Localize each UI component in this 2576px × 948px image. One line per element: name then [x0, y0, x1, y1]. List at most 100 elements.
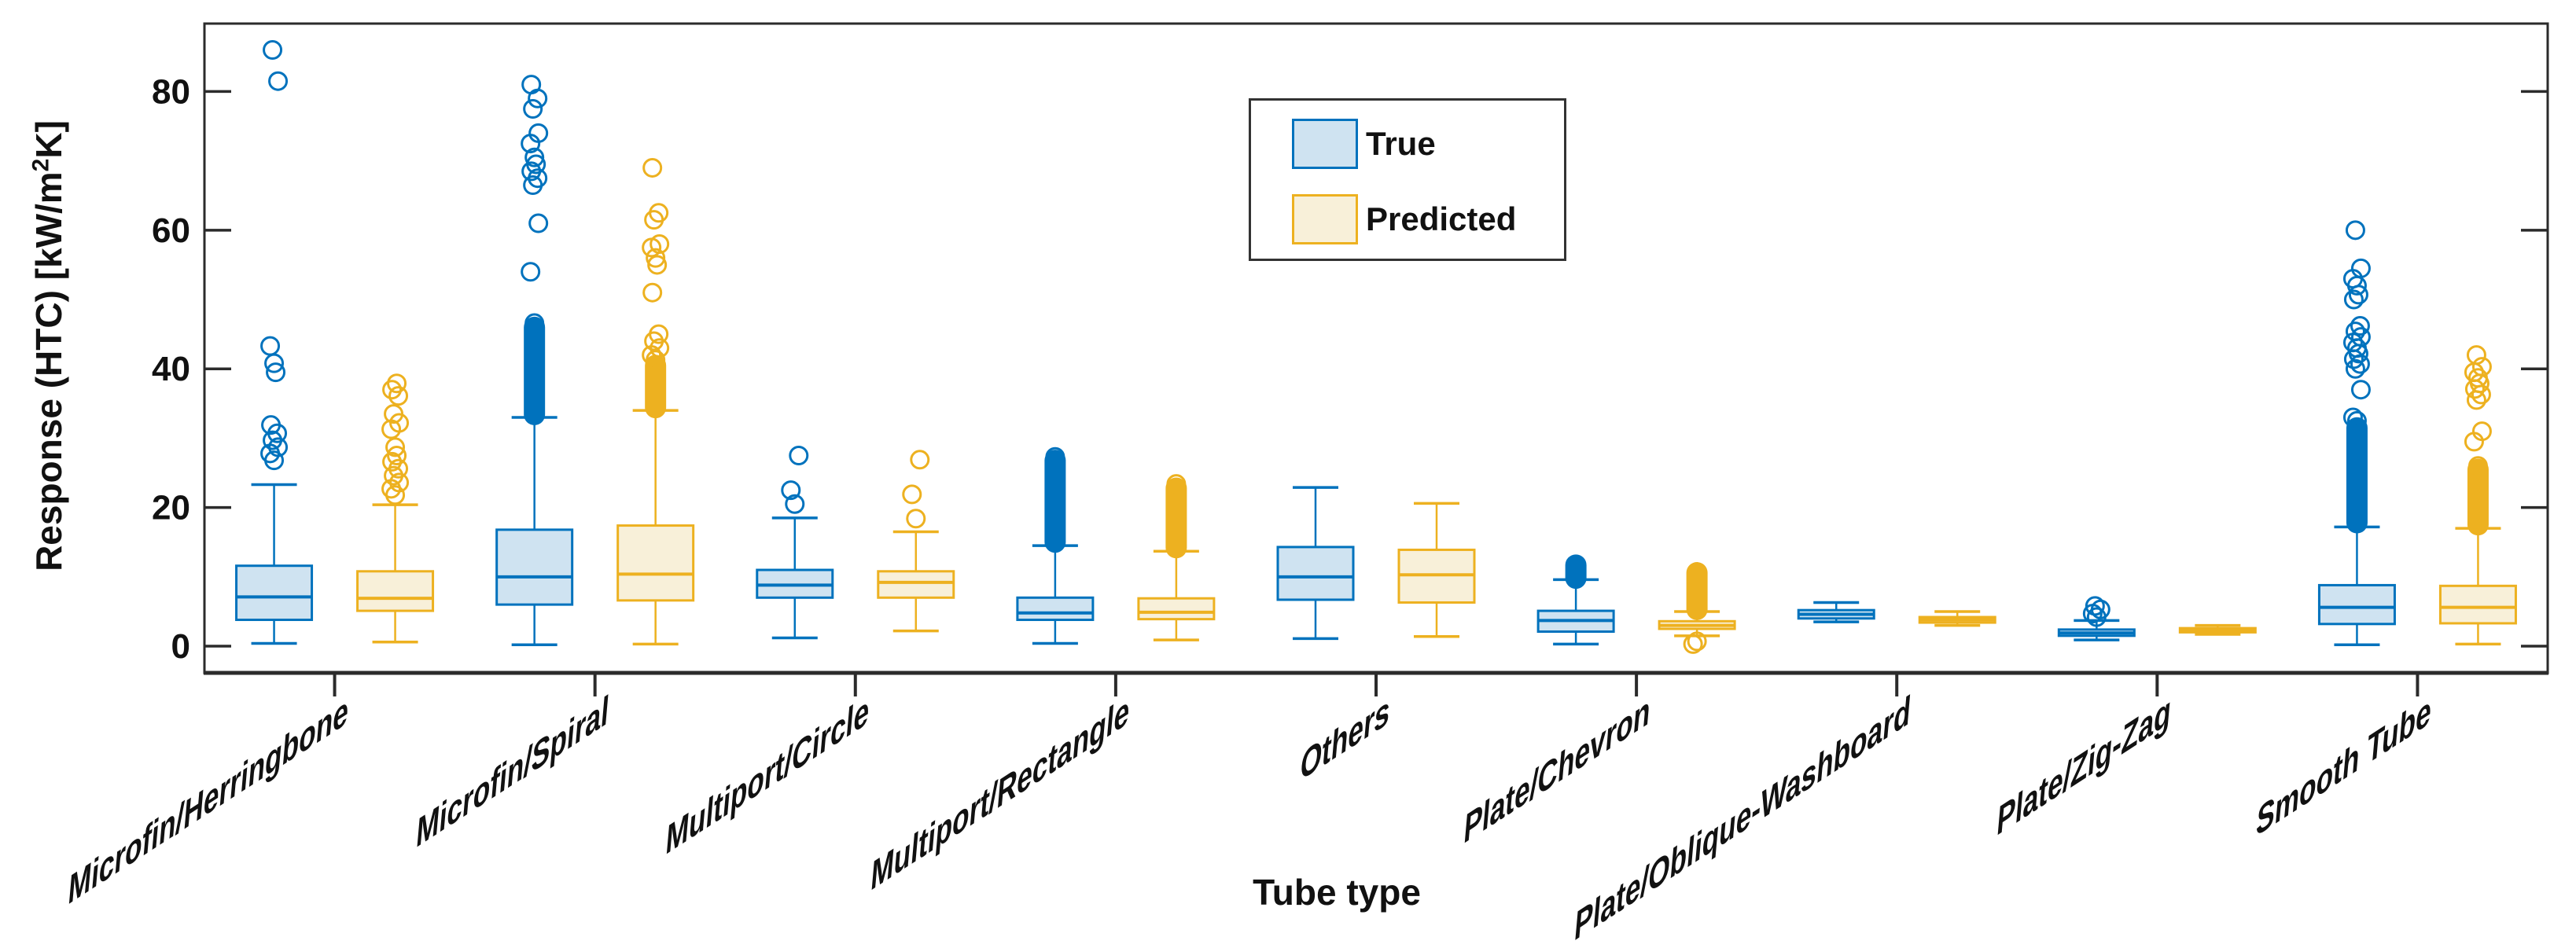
- outlier-point: [646, 248, 666, 268]
- outlier-point: [385, 437, 406, 457]
- outlier-point: [261, 415, 282, 435]
- box-predicted-others: [1397, 502, 1476, 638]
- box-predicted-multiport-rectangle: [1137, 474, 1216, 641]
- outlier-point: [2343, 289, 2364, 310]
- box-predicted-smooth-tube: [2438, 345, 2517, 646]
- iqr-box: [2438, 584, 2517, 625]
- y-tick-label: 40: [152, 350, 190, 388]
- iqr-box: [356, 570, 435, 612]
- iqr-box: [495, 528, 574, 606]
- outlier-point: [2345, 220, 2365, 241]
- outlier-point: [388, 458, 409, 479]
- outlier-point: [2471, 357, 2492, 377]
- outlier-point: [1683, 634, 1703, 654]
- outlier-point: [263, 40, 283, 61]
- iqr-box: [877, 570, 955, 599]
- outlier-point: [650, 233, 670, 254]
- outlier-point: [781, 480, 801, 501]
- y-tick-label: 60: [152, 211, 190, 250]
- iqr-box: [1016, 596, 1095, 622]
- outlier-point: [642, 282, 663, 303]
- x-tick-label-multiport-circle: Multiport/Circle: [664, 687, 870, 865]
- outlier-point: [789, 445, 809, 465]
- outlier-point: [2350, 258, 2371, 278]
- y-tick-label: 0: [171, 627, 190, 666]
- outlier-point: [649, 203, 669, 223]
- iqr-box: [1276, 546, 1355, 601]
- x-tick-label-plate-zig-zag: Plate/Zig-Zag: [1995, 687, 2173, 846]
- outlier-point: [387, 445, 407, 465]
- box-predicted-microfin-herringbone: [356, 373, 435, 644]
- y-tick-label: 20: [152, 489, 190, 527]
- outlier-point: [1687, 631, 1707, 652]
- outlier-point: [785, 494, 805, 514]
- outlier-point: [2346, 410, 2367, 431]
- outlier-point: [906, 509, 926, 529]
- x-tick-label-plate-chevron: Plate/Chevron: [1462, 687, 1652, 854]
- legend-swatch-true: [1292, 119, 1358, 169]
- box-true-plate-chevron: [1536, 554, 1615, 646]
- outlier-point: [2345, 322, 2365, 342]
- y-axis-label-superscript: 2: [28, 158, 54, 172]
- outlier-point: [524, 313, 545, 333]
- outlier-point: [2350, 380, 2371, 400]
- y-axis-label-suffix: K]: [28, 120, 69, 159]
- x-tick-label-microfin-herringbone: Microfin/Herringbone: [66, 687, 350, 915]
- outlier-point: [526, 154, 546, 175]
- outlier-point: [2342, 407, 2363, 428]
- outlier-point: [2471, 421, 2492, 442]
- legend-item-true: True: [1292, 116, 1436, 171]
- outlier-point: [523, 98, 543, 119]
- box-true-others: [1276, 486, 1355, 641]
- iqr-box: [235, 564, 314, 622]
- outlier-point: [647, 255, 668, 275]
- x-tick-label-smooth-tube: Smooth Tube: [2254, 687, 2433, 847]
- outlier-point: [902, 484, 922, 505]
- outlier-point: [521, 262, 541, 282]
- y-axis-label: Response (HTC) [kW/m2K]: [28, 120, 70, 571]
- outlier-point: [910, 450, 930, 470]
- legend: True Predicted: [1249, 98, 1566, 261]
- outlier-point: [266, 362, 286, 383]
- outlier-point: [2466, 345, 2486, 366]
- box-predicted-microfin-spiral: [616, 157, 695, 646]
- box-true-multiport-circle: [756, 445, 834, 640]
- box-true-plate-zig-zag: [2057, 596, 2136, 641]
- y-axis-ticks: 0 20 40 60 80: [152, 72, 2548, 666]
- box-predicted-plate-oblique-washboard: [1918, 610, 1996, 627]
- x-tick-label-multiport-rectangle: Multiport/Rectangle: [869, 687, 1132, 901]
- iqr-box: [1137, 597, 1216, 621]
- legend-label-true: True: [1366, 125, 1436, 162]
- outlier-point: [2345, 358, 2365, 379]
- y-tick-label: 80: [152, 72, 190, 111]
- outlier-point: [2467, 368, 2488, 388]
- outlier-point: [1166, 474, 1187, 494]
- outlier-point: [268, 71, 289, 91]
- outlier-point: [528, 168, 548, 189]
- outlier-point: [384, 404, 404, 424]
- x-tick-label-others: Others: [1298, 687, 1392, 791]
- y-axis-label-text: Response (HTC) [kW/m: [28, 171, 69, 571]
- outlier-point: [524, 147, 545, 167]
- outlier-point: [642, 157, 663, 178]
- legend-swatch-predicted: [1292, 194, 1358, 244]
- outlier-point: [382, 451, 403, 472]
- iqr-box: [2317, 583, 2396, 626]
- outlier-point: [2350, 316, 2370, 336]
- outlier-point: [1045, 446, 1065, 467]
- outlier-point: [528, 213, 549, 233]
- outlier-point: [2350, 327, 2371, 347]
- box-true-microfin-herringbone: [235, 40, 314, 645]
- x-axis-label: Tube type: [1253, 872, 1421, 913]
- box-true-microfin-spiral: [495, 75, 574, 647]
- box-true-smooth-tube: [2317, 220, 2396, 647]
- box-predicted-plate-chevron: [1658, 562, 1736, 654]
- outlier-point: [382, 380, 403, 400]
- x-axis-ticks: Microfin/Herringbone Microfin/Spiral Multi…: [66, 673, 2434, 948]
- outlier-point: [2467, 456, 2488, 476]
- outlier-point: [528, 123, 549, 143]
- outlier-point: [2085, 596, 2105, 616]
- outlier-point: [387, 373, 407, 394]
- x-tick-label-microfin-spiral: Microfin/Spiral: [414, 687, 611, 858]
